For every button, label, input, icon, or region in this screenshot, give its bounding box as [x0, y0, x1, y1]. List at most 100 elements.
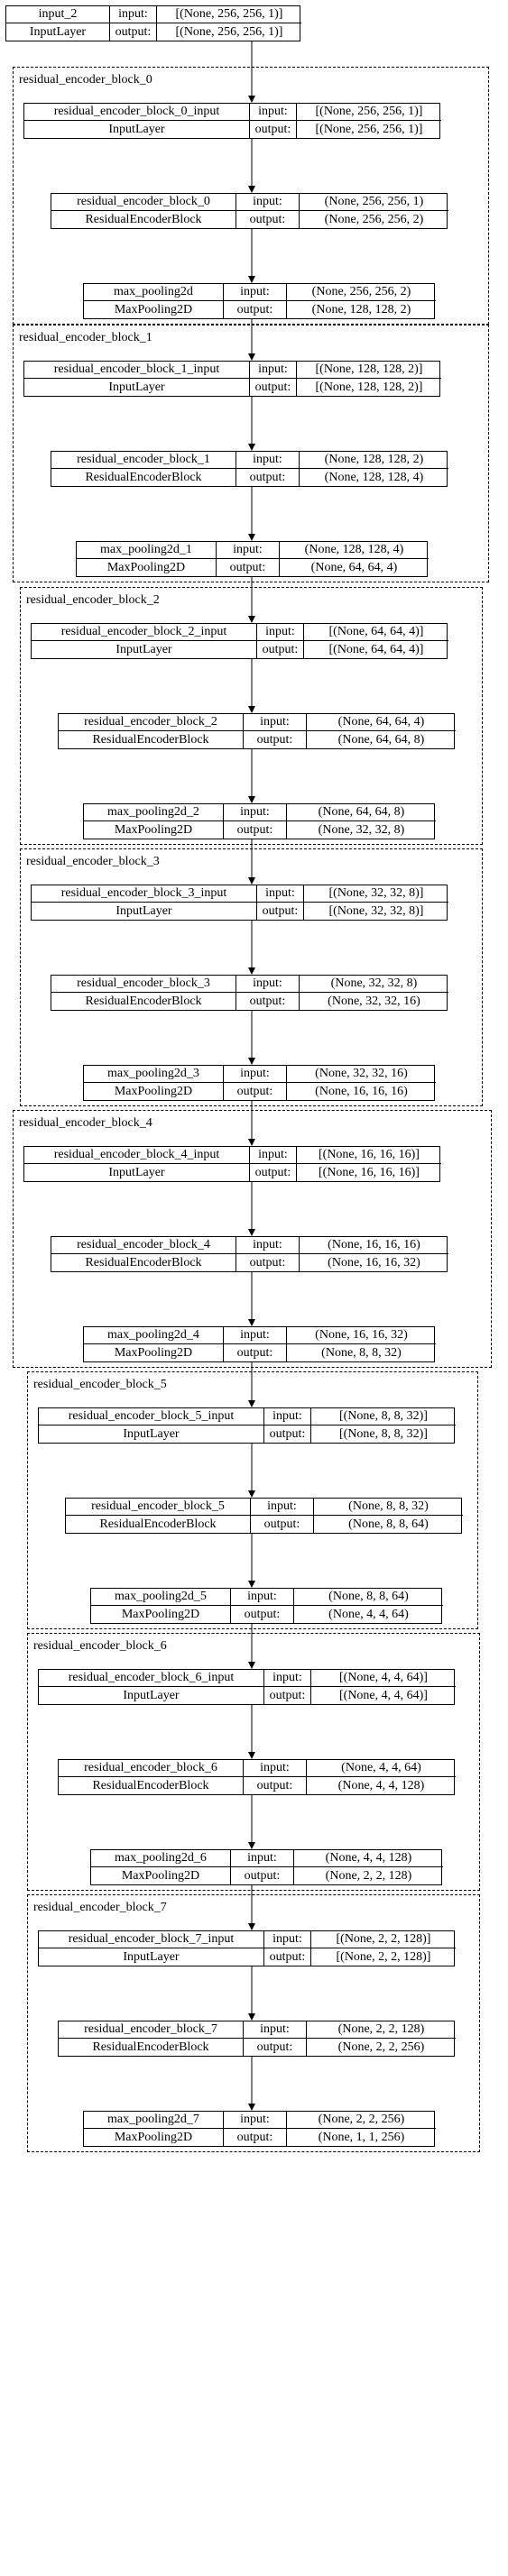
input-shape: [(None, 64, 64, 4)] — [304, 624, 448, 641]
output-label: output: — [224, 821, 287, 839]
layer-type: InputLayer — [39, 1426, 264, 1443]
layer-name: residual_encoder_block_3_input — [32, 885, 257, 903]
output-label: output: — [224, 1083, 287, 1100]
output-shape: (None, 2, 2, 256) — [337, 2040, 425, 2054]
output-label: output: — [250, 379, 297, 396]
block-group: residual_encoder_block_5 — [27, 1371, 478, 1629]
input-label: input: — [236, 1237, 300, 1254]
layer-type: MaxPooling2D — [84, 1083, 224, 1100]
layer-name: residual_encoder_block_0 — [51, 194, 236, 211]
layer-name: residual_encoder_block_2 — [59, 714, 244, 731]
output-label: output: — [231, 1606, 294, 1623]
output-shape: [(None, 2, 2, 128)] — [336, 1949, 431, 1964]
input-label: input: — [244, 1760, 307, 1777]
output-label: output: — [236, 993, 300, 1010]
output-label: output: — [224, 2129, 287, 2146]
input-shape: (None, 4, 4, 128) — [294, 1850, 443, 1867]
input-shape: (None, 128, 128, 4) — [280, 542, 429, 559]
layer-type: ResidualEncoderBlock — [51, 993, 236, 1010]
output-shape: (None, 4, 4, 128) — [337, 1778, 425, 1792]
layer-type: ResidualEncoderBlock — [66, 1516, 251, 1533]
block-group: residual_encoder_block_1 — [13, 325, 489, 582]
output-shape: (None, 8, 8, 64) — [348, 1517, 429, 1531]
input-label: input: — [224, 1066, 287, 1083]
layer-type: MaxPooling2D — [84, 1344, 224, 1361]
layer-type: ResidualEncoderBlock — [51, 211, 236, 228]
output-label: output: — [244, 2039, 307, 2056]
layer-name: residual_encoder_block_7 — [59, 2021, 244, 2039]
output-label: output: — [236, 469, 300, 486]
input-shape: (None, 8, 8, 64) — [294, 1589, 443, 1606]
output-label: output: — [244, 1777, 307, 1794]
input-label: input: — [250, 104, 297, 121]
output-label: output: — [244, 731, 307, 748]
input-label: input: — [224, 804, 287, 821]
layer-name: max_pooling2d_3 — [84, 1066, 224, 1083]
output-shape: (None, 4, 4, 64) — [328, 1607, 409, 1621]
output-shape: (None, 128, 128, 4) — [324, 470, 424, 484]
output-shape: [(None, 256, 256, 1)] — [315, 122, 423, 136]
input-label: input: — [224, 1327, 287, 1344]
layer-name: max_pooling2d_1 — [77, 542, 217, 559]
input-shape: (None, 32, 32, 16) — [287, 1066, 436, 1083]
input-label: input: — [257, 624, 304, 641]
output-label: output: — [231, 1867, 294, 1884]
output-shape: [(None, 256, 256, 1)] — [175, 24, 283, 39]
input-shape: (None, 64, 64, 4) — [307, 714, 456, 731]
layer-name: residual_encoder_block_1_input — [24, 362, 250, 379]
output-shape: [(None, 64, 64, 4)] — [328, 642, 424, 656]
output-label: output: — [264, 1948, 311, 1966]
input-label: input: — [250, 1147, 297, 1164]
block-group: residual_encoder_block_3 — [20, 848, 483, 1106]
output-label: output: — [264, 1687, 311, 1704]
input-label: input: — [264, 1670, 311, 1687]
input-label: input: — [251, 1499, 314, 1516]
input-label: input: — [217, 542, 280, 559]
layer-name: max_pooling2d_7 — [84, 2112, 224, 2129]
input-label: input: — [236, 194, 300, 211]
block-title: residual_encoder_block_4 — [19, 1116, 152, 1130]
output-shape: [(None, 8, 8, 32)] — [339, 1426, 428, 1441]
input-shape: [(None, 16, 16, 16)] — [297, 1147, 441, 1164]
output-shape: (None, 256, 256, 2) — [324, 212, 424, 226]
input-shape: [(None, 32, 32, 8)] — [304, 885, 448, 903]
input-label: input: — [264, 1931, 311, 1948]
block-group: residual_encoder_block_2 — [20, 587, 483, 845]
output-shape: (None, 64, 64, 4) — [310, 560, 398, 574]
input-label: input: — [224, 2112, 287, 2129]
input-shape: (None, 16, 16, 32) — [287, 1327, 436, 1344]
output-label: output: — [264, 1426, 311, 1443]
layer-name: max_pooling2d_6 — [91, 1850, 231, 1867]
block-group: residual_encoder_block_7 — [27, 1894, 480, 2152]
input-label: input: — [224, 284, 287, 301]
output-label: output: — [257, 641, 304, 658]
input-label: input: — [236, 976, 300, 993]
input-shape: (None, 16, 16, 16) — [300, 1237, 448, 1254]
input-shape: (None, 256, 256, 2) — [287, 284, 436, 301]
layer-type: InputLayer — [39, 1948, 264, 1966]
layer-name: residual_encoder_block_2_input — [32, 624, 257, 641]
output-shape: (None, 16, 16, 16) — [315, 1084, 408, 1098]
layer-type: InputLayer — [32, 903, 257, 920]
output-shape: (None, 32, 32, 8) — [318, 822, 405, 837]
output-label: output: — [257, 903, 304, 920]
layer-type: InputLayer — [32, 641, 257, 658]
layer-type: ResidualEncoderBlock — [51, 1254, 236, 1271]
output-shape: [(None, 32, 32, 8)] — [328, 903, 424, 918]
block-group: residual_encoder_block_4 — [13, 1110, 492, 1368]
layer-type: ResidualEncoderBlock — [51, 469, 236, 486]
input-label: input: — [264, 1408, 311, 1426]
